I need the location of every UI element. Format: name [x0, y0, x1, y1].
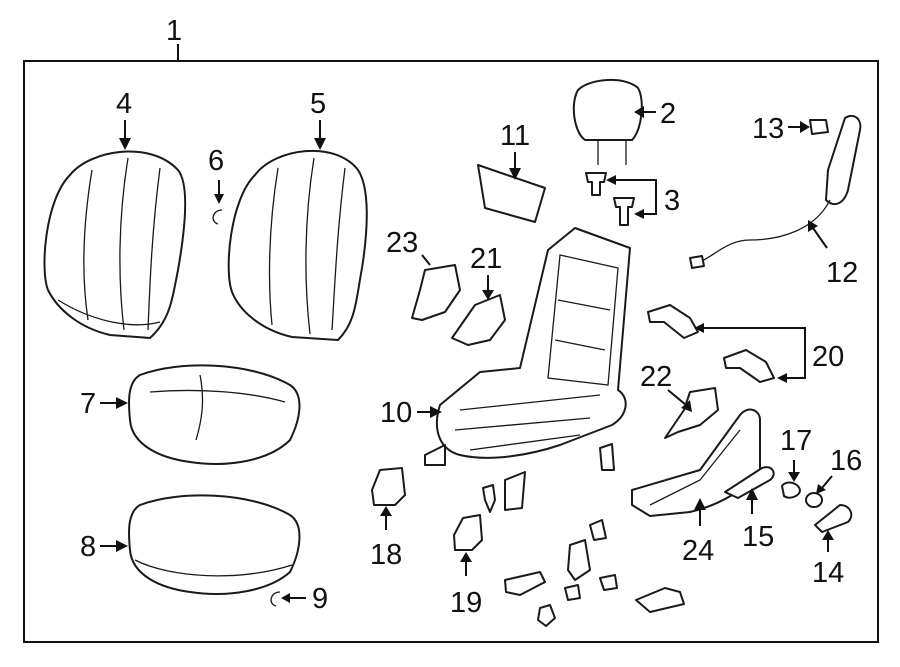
recliner-cover-23 [411, 264, 461, 321]
screw-17 [781, 481, 801, 499]
side-airbag-12 [689, 114, 862, 269]
clip-9 [270, 591, 281, 607]
clip-6 [212, 209, 223, 225]
callout-7: 7 [80, 388, 96, 420]
callout-15-arrow [746, 488, 758, 500]
seat-cushion-pad-8 [128, 494, 301, 595]
callout-8: 8 [80, 531, 96, 563]
brackets-20 [647, 304, 775, 383]
recliner-cover-22 [664, 387, 719, 439]
callout-16: 16 [830, 445, 862, 477]
callout-4: 4 [116, 88, 132, 120]
callout-24: 24 [682, 535, 714, 567]
lever-15 [724, 466, 775, 499]
callout-17-arrow [788, 472, 800, 482]
callout-23-leader [421, 254, 431, 266]
callout-3: 3 [664, 185, 680, 217]
callout-20-arrow-b [777, 373, 787, 383]
callout-23: 23 [386, 227, 418, 259]
seat-frame-10 [424, 227, 631, 511]
callout-21-arrow [482, 290, 494, 300]
callout-7-arrow [116, 397, 128, 409]
callout-14: 14 [812, 557, 844, 589]
headrest-guides-3 [585, 172, 635, 226]
callout-10: 10 [380, 397, 412, 429]
seat-cushion-cover-7 [128, 364, 301, 465]
callout-20-arrow-a [694, 323, 704, 333]
leg-cover-19 [453, 514, 483, 551]
callout-5-arrow [314, 138, 326, 150]
callout-3-arrow-b [634, 209, 644, 219]
callout-6-arrow [214, 194, 224, 204]
callout-16-leader [821, 475, 833, 489]
assembly-frame [23, 60, 879, 643]
callout-3-arrow-a [606, 175, 616, 185]
callout-4-arrow [119, 138, 131, 150]
callout-14-arrow [822, 530, 834, 540]
callout-9-arrow [281, 593, 290, 603]
callout-19: 19 [450, 587, 482, 619]
knob-14 [814, 504, 853, 533]
callout-20: 20 [812, 341, 844, 373]
callout-19-arrow [460, 552, 472, 562]
headrest-2 [572, 78, 643, 165]
cap-16 [805, 492, 823, 508]
callout-22: 22 [640, 361, 672, 393]
callout-16-arrow [816, 484, 826, 494]
pad-11 [477, 164, 546, 223]
callout-17: 17 [780, 425, 812, 457]
callout-3-leader [612, 179, 657, 215]
callout-18-arrow [380, 506, 392, 516]
callout-9: 9 [312, 583, 328, 615]
callout-13: 13 [752, 113, 784, 145]
callout-12-arrow [808, 220, 818, 232]
seatback-cover-4 [43, 150, 187, 339]
nut-13 [809, 119, 829, 135]
misc-hardware [482, 484, 685, 627]
seatback-pad-5 [227, 149, 368, 341]
callout-2: 2 [660, 98, 676, 130]
callout-24-arrow [694, 498, 706, 510]
callout-6: 6 [208, 145, 224, 177]
callout-13-arrow [800, 121, 810, 133]
leg-cover-18 [371, 467, 406, 506]
callout-22-arrow [681, 400, 692, 412]
callout-10-arrow [430, 406, 442, 418]
callout-12-leader [812, 227, 828, 249]
callout-11-arrow [509, 168, 521, 180]
callout-22-leader [667, 389, 687, 406]
callout-11: 11 [500, 120, 530, 152]
callout-18: 18 [370, 539, 402, 571]
callout-12: 12 [826, 257, 858, 289]
callout-8-arrow [116, 540, 128, 552]
callout-5: 5 [310, 88, 326, 120]
callout-20-leader [700, 327, 806, 379]
callout-2-arrow [634, 106, 644, 118]
recliner-cover-21 [451, 294, 506, 346]
callout-21: 21 [470, 243, 502, 275]
callout-15: 15 [742, 521, 774, 553]
callout-1: 1 [166, 15, 182, 47]
